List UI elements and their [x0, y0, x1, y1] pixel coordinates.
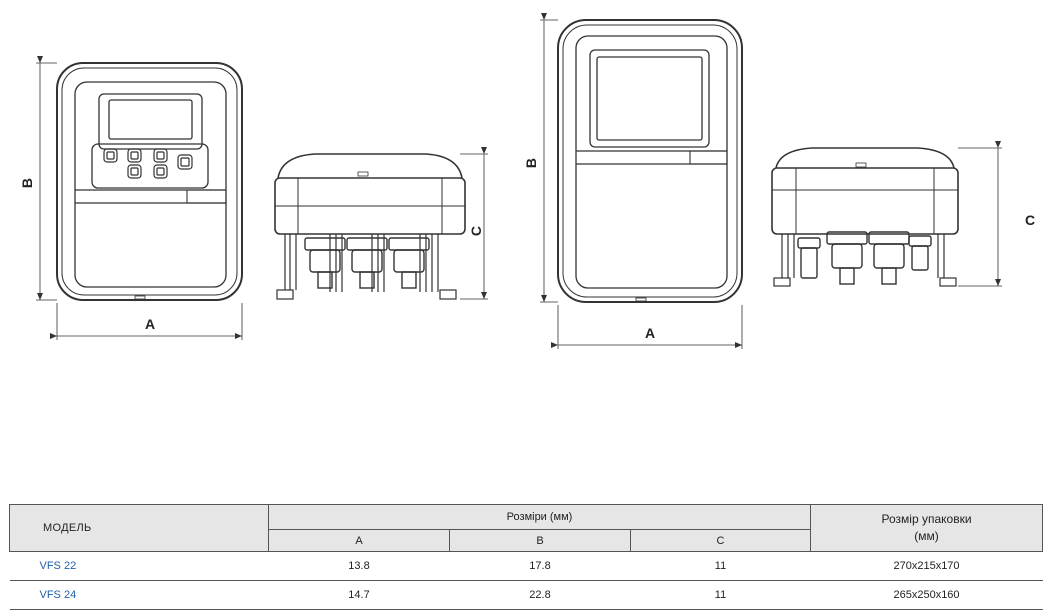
dimension-a-header: A [268, 529, 450, 552]
model-cell: VFS 22 [9, 551, 269, 581]
package-size-cell: 265x250x160 [810, 580, 1043, 610]
vfs22-dim-a-label: A [145, 316, 155, 332]
vfs24-front-dimensions [540, 13, 743, 349]
table-row: VFS 24 14.7 22.8 11 265x250x160 [9, 580, 1043, 610]
dimensions-table: МОДЕЛЬ Розміри (мм) Розмір упаковки (мм)… [9, 504, 1044, 610]
package-size-header: Розмір упаковки (мм) [810, 504, 1044, 552]
dimension-a-cell: 14.7 [268, 580, 450, 610]
vfs22-front-view [56, 62, 243, 301]
package-size-cell: 270x215x170 [810, 551, 1043, 581]
vfs24-dim-b-label: B [523, 158, 539, 168]
dimension-b-header: B [449, 529, 631, 552]
vfs24-side-dimensions [958, 141, 1002, 287]
dimension-a-cell: 13.8 [268, 551, 450, 581]
table-row: VFS 22 13.8 17.8 11 270x215x170 [9, 551, 1043, 581]
package-size-header-line1: Розмір упаковки [881, 512, 972, 526]
vfs24-front-view [557, 19, 743, 303]
package-size-header-line2: (мм) [914, 529, 939, 543]
dimension-c-cell: 11 [630, 580, 811, 610]
vfs24-dim-c-label: C [1025, 212, 1035, 228]
vfs22-dim-c-label: C [468, 226, 484, 236]
dimension-c-cell: 11 [630, 551, 811, 581]
technical-drawings: A B C [19, 13, 1035, 349]
vfs22-side-dimensions [460, 147, 488, 300]
model-column-header: МОДЕЛЬ [9, 504, 269, 552]
vfs24-dim-a-label: A [645, 325, 655, 341]
dimension-b-cell: 17.8 [449, 551, 631, 581]
model-cell: VFS 24 [9, 580, 269, 610]
vfs22-front-dimensions [36, 56, 243, 340]
vfs24-side-view [771, 147, 959, 287]
vfs22-dim-b-label: B [19, 178, 35, 188]
vfs22-side-view [274, 153, 466, 300]
dimension-b-cell: 22.8 [449, 580, 631, 610]
dimensions-group-header: Розміри (мм) [267, 504, 812, 530]
dimension-c-header: C [629, 529, 812, 552]
